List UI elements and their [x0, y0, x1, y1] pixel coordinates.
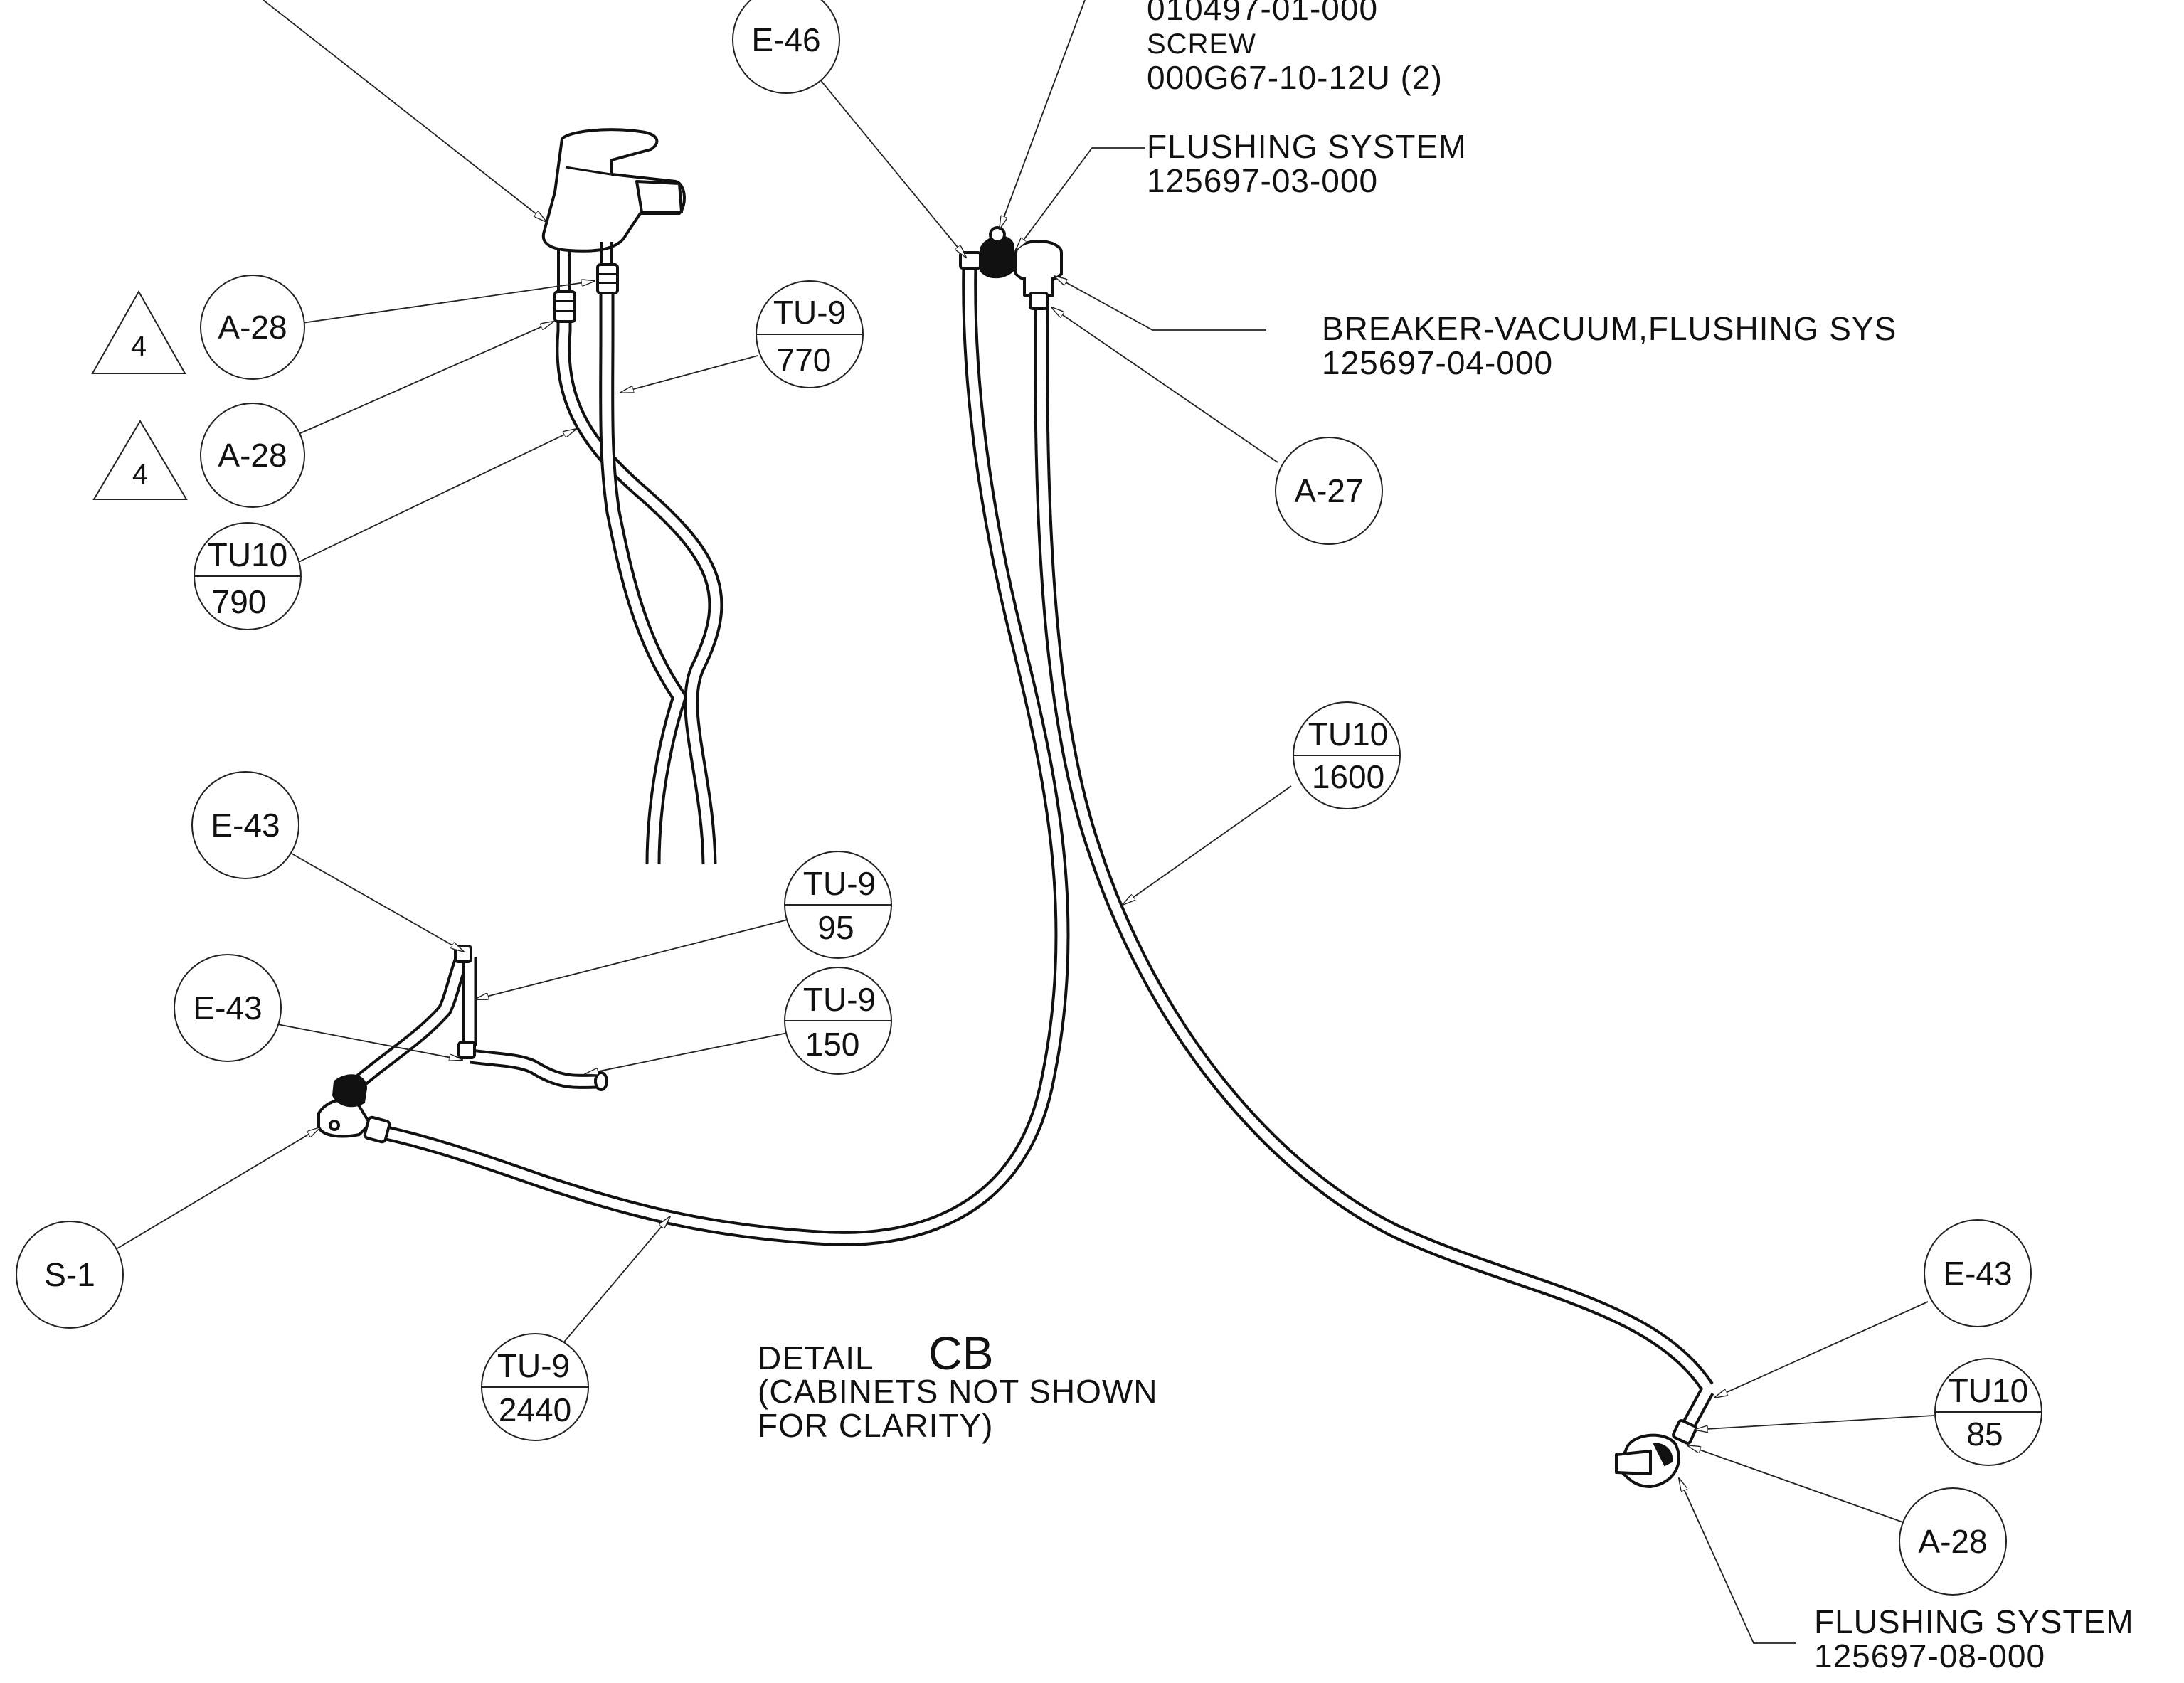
callout-label: A-28 [1918, 1523, 1987, 1560]
flushing-system-1-label: FLUSHING SYSTEM [1147, 128, 1467, 165]
callout-label: E-43 [1943, 1255, 2012, 1292]
callout-tu10-1600: TU10 1600 [1293, 701, 1401, 809]
part-number-top: 010497-01-000 [1147, 0, 1378, 27]
detail-note-line1: (CABINETS NOT SHOWN [758, 1373, 1158, 1410]
vacuum-breaker [1014, 240, 1063, 310]
leaders [117, 0, 1934, 1644]
callout-a28-lower: A-28 [200, 403, 305, 508]
callout-s1: S-1 [16, 1221, 124, 1329]
hose-tu9-770 [599, 281, 687, 865]
part-notes: 010497-01-000 SCREW 000G67-10-12U (2) FL… [1147, 0, 2134, 1674]
callout-top: TU-9 [497, 1347, 570, 1384]
triangle-label: 4 [132, 459, 148, 490]
callout-a27: A-27 [1275, 437, 1383, 545]
flushing-system-1-number: 125697-03-000 [1147, 162, 1378, 199]
flushing-fixture-08 [1615, 1419, 1697, 1488]
hose-tu10-790 [556, 307, 723, 865]
elbow-fixture-s1 [317, 945, 608, 1144]
callout-top: TU10 [208, 536, 287, 573]
callout-label: S-1 [44, 1256, 95, 1293]
flushing-system-2-number: 125697-08-000 [1814, 1637, 2045, 1674]
hose-tu9-95 [351, 950, 477, 1090]
faucet-fitting-right [596, 263, 619, 294]
callout-tu9-770: TU-9 770 [756, 280, 864, 388]
detail-note-line2: FOR CLARITY) [758, 1407, 993, 1444]
flushing-system-2-label: FLUSHING SYSTEM [1814, 1603, 2134, 1640]
callout-tu10-85: TU10 85 [1934, 1358, 2042, 1466]
callout-bottom: 95 [817, 909, 854, 946]
detail-code: CB [928, 1327, 994, 1379]
triangle-label: 4 [131, 331, 147, 362]
callout-e43-right: E-43 [1924, 1219, 2032, 1327]
callout-top: TU-9 [803, 865, 876, 902]
callout-top: TU-9 [773, 294, 846, 331]
faucet [541, 128, 686, 292]
callout-bottom: 2440 [499, 1391, 571, 1428]
detail-prefix: DETAIL [758, 1339, 874, 1376]
screw-number: 000G67-10-12U (2) [1147, 59, 1443, 96]
callout-label: E-43 [193, 989, 262, 1026]
callout-top: TU-9 [803, 981, 876, 1018]
callout-tu10-790: TU10 790 [194, 522, 302, 630]
breaker-number: 125697-04-000 [1322, 344, 1553, 381]
detail-title: DETAIL CB (CABINETS NOT SHOWN FOR CLARIT… [758, 1327, 1158, 1444]
callout-e43-lower: E-43 [174, 954, 282, 1062]
callout-label: E-46 [751, 21, 820, 58]
screw-label: SCREW [1147, 28, 1256, 60]
callout-bottom: 85 [1966, 1416, 2003, 1453]
callout-tu9-95: TU-9 95 [784, 851, 892, 959]
callout-bottom: 150 [805, 1026, 860, 1063]
hose-tu9-2440 [375, 264, 1070, 1246]
callout-top: TU10 [1949, 1372, 2028, 1409]
callout-a28-upper: A-28 [200, 275, 305, 380]
clamp-010497 [959, 226, 1014, 279]
callout-label: A-28 [218, 437, 287, 474]
hose-tu9-150 [470, 1048, 602, 1089]
hoses [351, 264, 1714, 1434]
callout-e46: E-46 [732, 0, 840, 94]
callout-bottom: 1600 [1312, 758, 1384, 795]
callout-bottom: 790 [212, 583, 267, 620]
callout-tu9-150: TU-9 150 [784, 967, 892, 1075]
callout-label: E-43 [211, 807, 280, 844]
callout-bottom: 770 [777, 341, 832, 378]
callout-tu9-2440: TU-9 2440 [481, 1333, 589, 1441]
callout-label: A-28 [218, 309, 287, 346]
callout-a28-right: A-28 [1899, 1487, 2007, 1596]
breaker-label: BREAKER-VACUUM,FLUSHING SYS [1322, 310, 1897, 347]
triangle-upper: 4 [91, 290, 186, 374]
callout-label: A-27 [1294, 472, 1363, 509]
faucet-fitting-left [553, 290, 576, 323]
hose-tu10-1600 [1034, 305, 1714, 1391]
callout-e43-upper: E-43 [191, 771, 299, 879]
callout-top: TU10 [1308, 716, 1388, 753]
triangle-lower: 4 [92, 420, 188, 500]
